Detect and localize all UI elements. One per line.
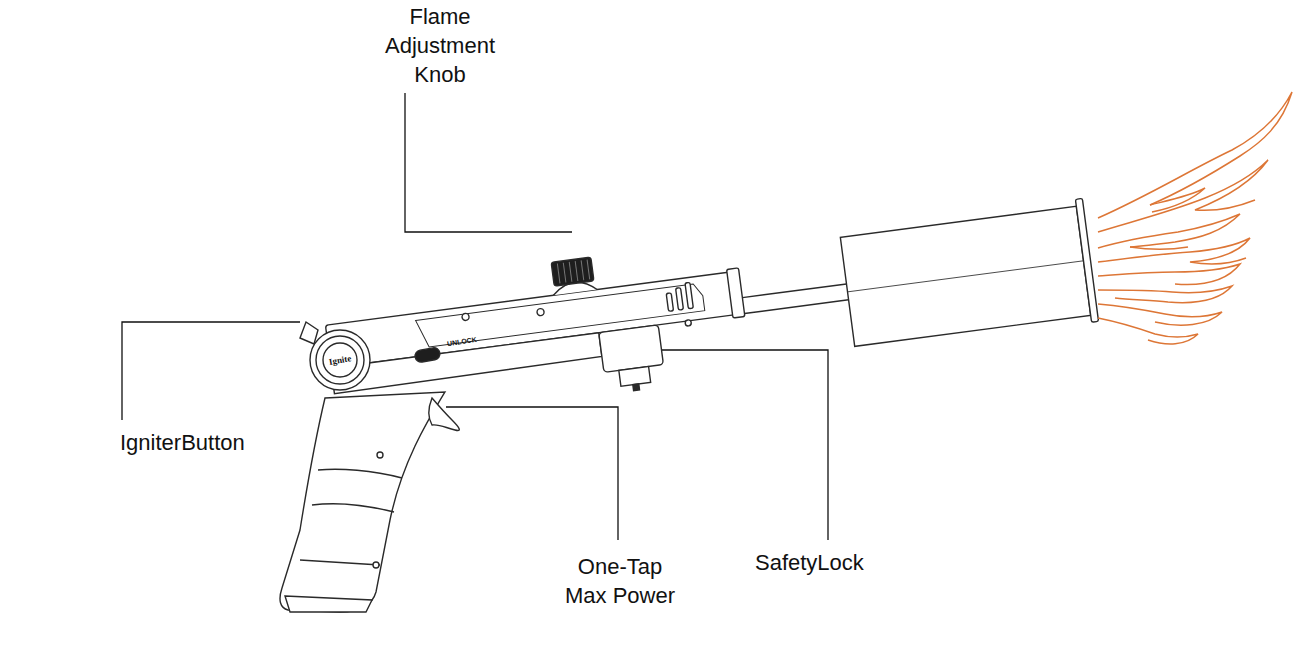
leader-lines (122, 93, 828, 540)
flame (1098, 92, 1292, 344)
torch-grip (280, 322, 459, 612)
part-name: One-Tap Max Power (558, 552, 682, 610)
part-name: IgniterButton (120, 428, 245, 457)
part-name: SafetyLock (755, 548, 864, 577)
part-name: Flame Adjustment Knob (378, 2, 502, 89)
